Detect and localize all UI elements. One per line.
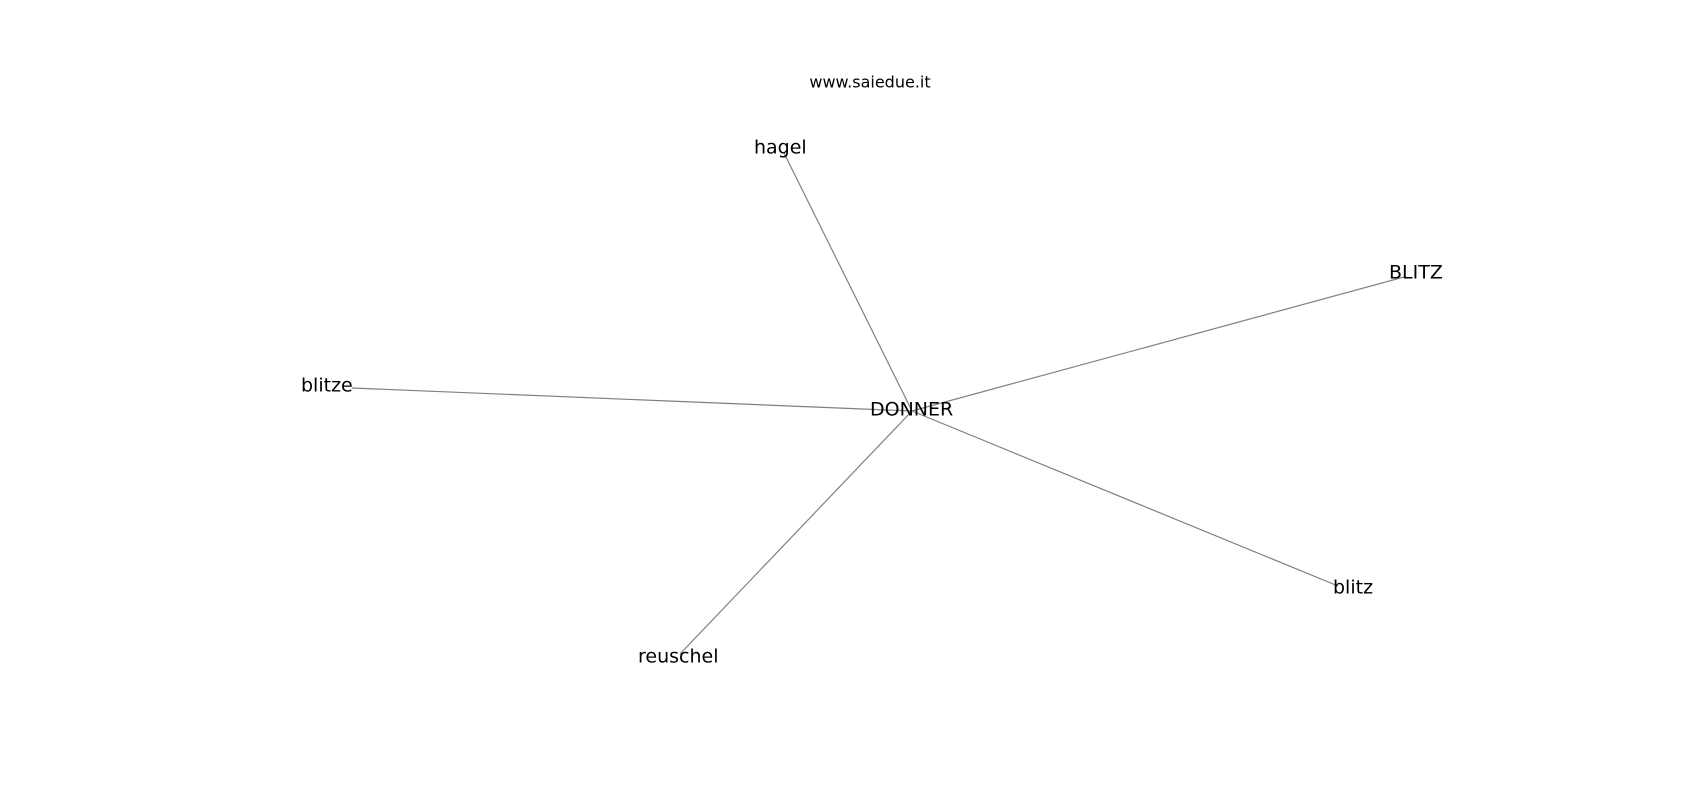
node-label-blitze: blitze — [301, 375, 353, 397]
node-label-blitz: blitz — [1333, 577, 1373, 599]
edges-layer — [351, 152, 1405, 655]
node-label-hagel: hagel — [754, 137, 807, 159]
node-label-center: DONNER — [870, 399, 953, 421]
node-label-blitz: BLITZ — [1389, 262, 1443, 284]
edge-center-hagel — [783, 152, 913, 412]
watermark-label: www.saiedue.it — [809, 72, 931, 92]
edge-center-BLITZ — [911, 276, 1405, 412]
node-label-reuschel: reuschel — [638, 646, 718, 668]
edge-center-blitze — [351, 387, 913, 412]
edge-center-reuschel — [679, 410, 913, 655]
edge-center-blitz — [911, 410, 1339, 587]
